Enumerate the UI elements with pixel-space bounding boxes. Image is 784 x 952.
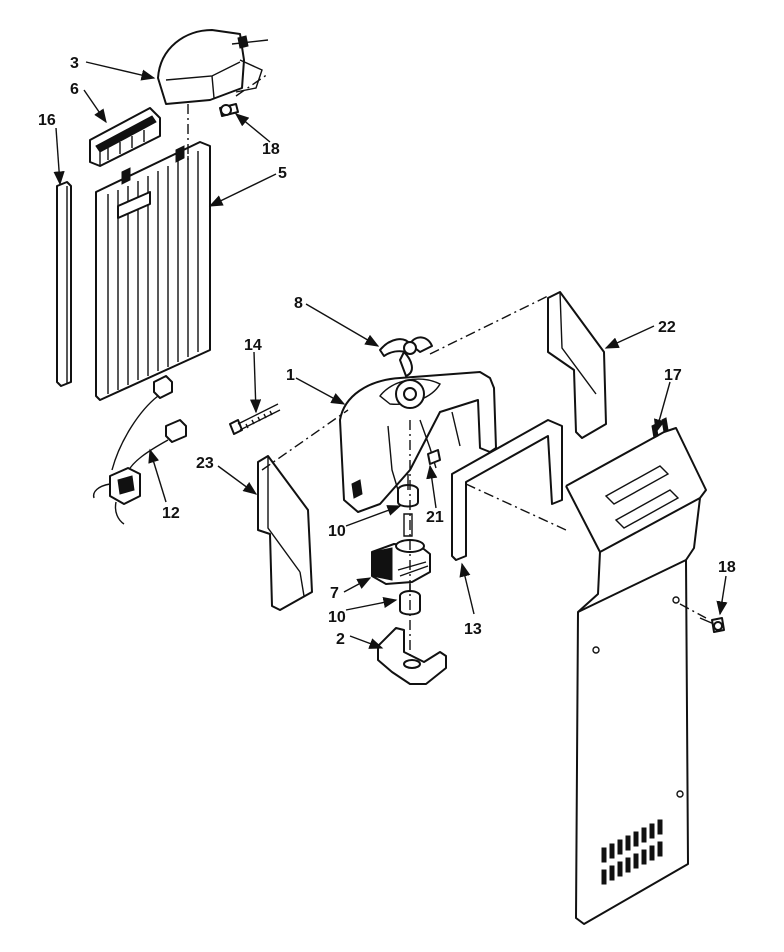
callout-10-lower: 10 xyxy=(328,609,346,626)
part-22-right-baffle xyxy=(547,291,607,439)
callout-10-upper: 10 xyxy=(328,523,346,540)
callout-8: 8 xyxy=(294,295,303,312)
callout-6: 6 xyxy=(70,81,79,98)
part-18-screw-right xyxy=(699,617,725,633)
callout-7: 7 xyxy=(330,585,339,602)
part-8-fan-blade xyxy=(379,336,433,377)
part-6-grille xyxy=(89,107,161,167)
callout-12: 12 xyxy=(162,505,180,522)
callout-2: 2 xyxy=(336,631,345,648)
callout-18-top: 18 xyxy=(262,141,280,158)
callout-17: 17 xyxy=(664,367,682,384)
part-5-evaporator-panel xyxy=(95,141,211,401)
part-16-strip xyxy=(56,181,72,387)
callout-14: 14 xyxy=(244,337,262,354)
callout-3: 3 xyxy=(70,55,79,72)
part-21-screw xyxy=(427,449,441,465)
leader-lines xyxy=(53,61,728,649)
part-14-bolt xyxy=(229,403,281,435)
part-18-screw-top xyxy=(219,103,239,117)
part-2-motor-bracket xyxy=(377,627,447,685)
part-7-fan-motor xyxy=(371,539,431,592)
part-17-rear-cover xyxy=(565,417,707,925)
part-1-fan-shroud xyxy=(339,371,497,513)
callout-16: 16 xyxy=(38,112,56,129)
part-3-air-duct xyxy=(157,29,269,105)
callout-labels: 3 6 16 18 5 8 22 14 1 17 23 12 21 10 18 … xyxy=(38,55,736,648)
part-23-left-baffle xyxy=(257,455,313,611)
part-12-wiring-harness xyxy=(92,375,187,525)
callout-13: 13 xyxy=(464,621,482,638)
callout-18-right: 18 xyxy=(718,559,736,576)
part-13-gasket xyxy=(451,419,563,561)
callout-21: 21 xyxy=(426,509,444,526)
callout-1: 1 xyxy=(286,367,295,384)
callout-5: 5 xyxy=(278,165,287,182)
callout-22: 22 xyxy=(658,319,676,336)
alignment-lines xyxy=(187,73,707,660)
callout-23: 23 xyxy=(196,455,214,472)
part-10-grommet-upper xyxy=(397,474,419,537)
